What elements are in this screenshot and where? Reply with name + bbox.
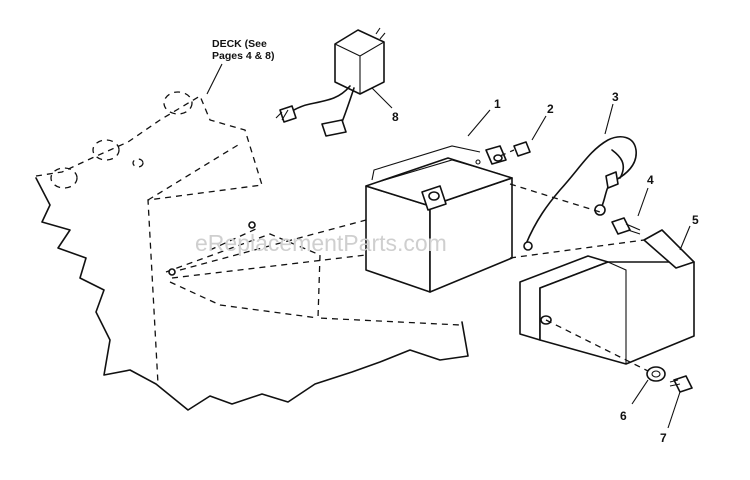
callout-2: 2 (547, 102, 554, 116)
battery (365, 109, 513, 293)
callout-4: 4 (647, 173, 654, 187)
callout-3: 3 (612, 90, 619, 104)
deck-mount-hole (168, 268, 176, 276)
deck-label: DECK (See Pages 4 & 8) (206, 38, 274, 95)
battery-charger (275, 27, 393, 137)
callout-6: 6 (620, 409, 627, 423)
deck-label-line1: DECK (See (212, 38, 267, 50)
callout-5: 5 (692, 213, 699, 227)
deck-label-line2: Pages 4 & 8) (212, 50, 274, 62)
deck-mount-hole (248, 221, 256, 229)
terminal-clip (499, 115, 547, 157)
callout-1: 1 (494, 97, 501, 111)
battery-cable (523, 103, 637, 251)
callout-8: 8 (392, 110, 399, 124)
deck (35, 91, 469, 411)
nut (631, 366, 666, 405)
bottom-bolt (667, 375, 693, 429)
watermark: eReplacementParts.com (195, 230, 447, 256)
bolt (509, 183, 649, 235)
callout-7: 7 (660, 431, 667, 445)
battery-bracket (509, 225, 695, 373)
